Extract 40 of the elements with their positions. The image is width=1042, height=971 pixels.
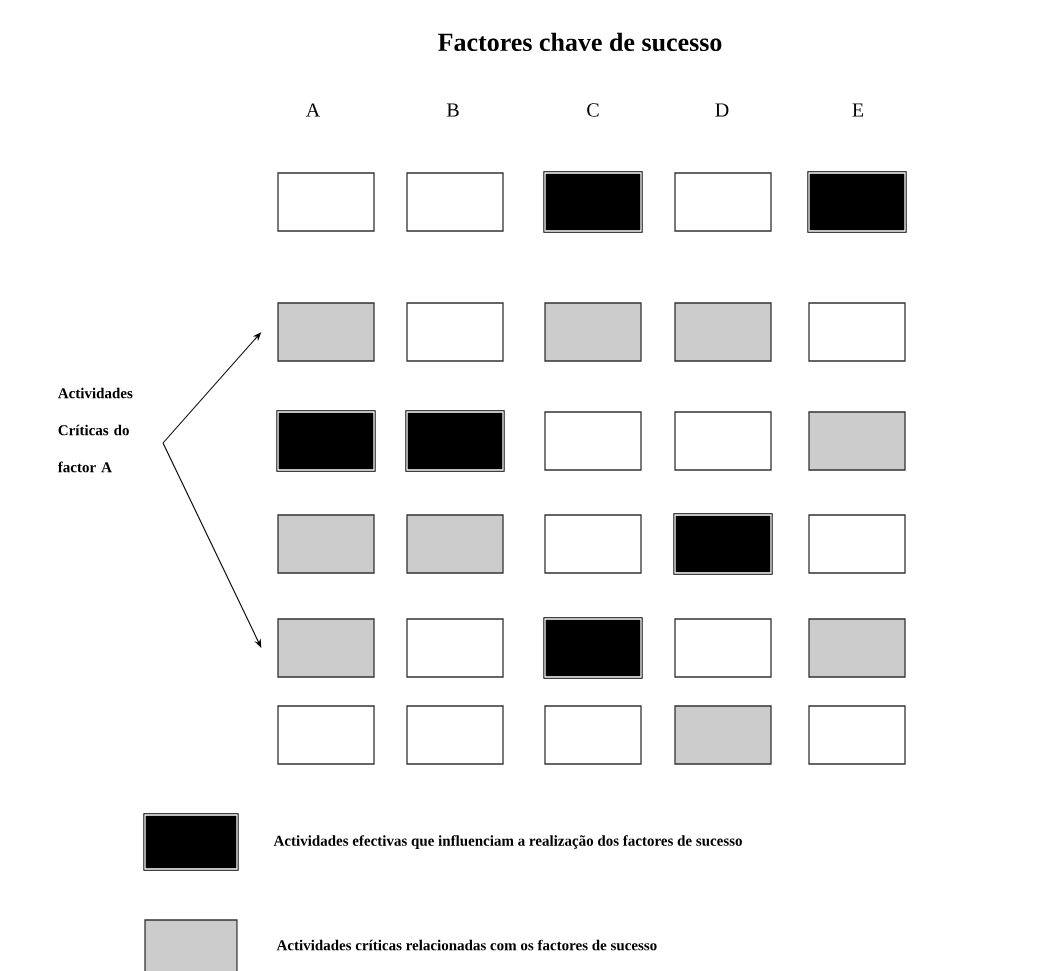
grid-box bbox=[674, 618, 772, 678]
grid-box bbox=[406, 618, 504, 678]
grid-box bbox=[543, 617, 643, 679]
grid-box bbox=[807, 171, 907, 233]
grid-box bbox=[277, 172, 375, 232]
column-header: E bbox=[852, 103, 864, 117]
grid-box bbox=[674, 302, 772, 362]
grid-box bbox=[543, 171, 643, 233]
grid-box bbox=[544, 302, 642, 362]
column-header: C bbox=[587, 103, 599, 117]
grid-box bbox=[406, 514, 504, 574]
grid-box bbox=[544, 705, 642, 765]
grid-box bbox=[277, 705, 375, 765]
grid-box bbox=[276, 410, 376, 472]
grid-box bbox=[406, 302, 504, 362]
column-header: B bbox=[446, 103, 459, 117]
grid-box bbox=[405, 410, 505, 472]
annotation-text: Actividades Críticas do factor A bbox=[57, 387, 133, 473]
grid-box bbox=[277, 302, 375, 362]
column-header: A bbox=[305, 103, 321, 117]
grid-box bbox=[808, 705, 906, 765]
title: Factores chave de sucesso bbox=[438, 32, 722, 52]
legend-text: Actividades efectivas que influenciam a realização dos factores de sucesso bbox=[273, 835, 742, 849]
grid-box bbox=[674, 705, 772, 765]
grid-box bbox=[544, 411, 642, 471]
grid-box bbox=[277, 618, 375, 678]
legend-text: Actividades críticas relacionadas com os factores de sucesso bbox=[276, 939, 657, 951]
grid-box bbox=[808, 618, 906, 678]
grid-box bbox=[808, 302, 906, 362]
grid-box bbox=[808, 514, 906, 574]
grid-box bbox=[808, 411, 906, 471]
grid-box bbox=[674, 411, 772, 471]
grid-box bbox=[544, 514, 642, 574]
arrow bbox=[162, 442, 262, 648]
column-header: D bbox=[715, 103, 729, 117]
grid-box bbox=[674, 172, 772, 232]
grid-box bbox=[406, 172, 504, 232]
grid-box bbox=[406, 705, 504, 765]
grid-box bbox=[673, 513, 773, 575]
grid-box bbox=[277, 514, 375, 574]
